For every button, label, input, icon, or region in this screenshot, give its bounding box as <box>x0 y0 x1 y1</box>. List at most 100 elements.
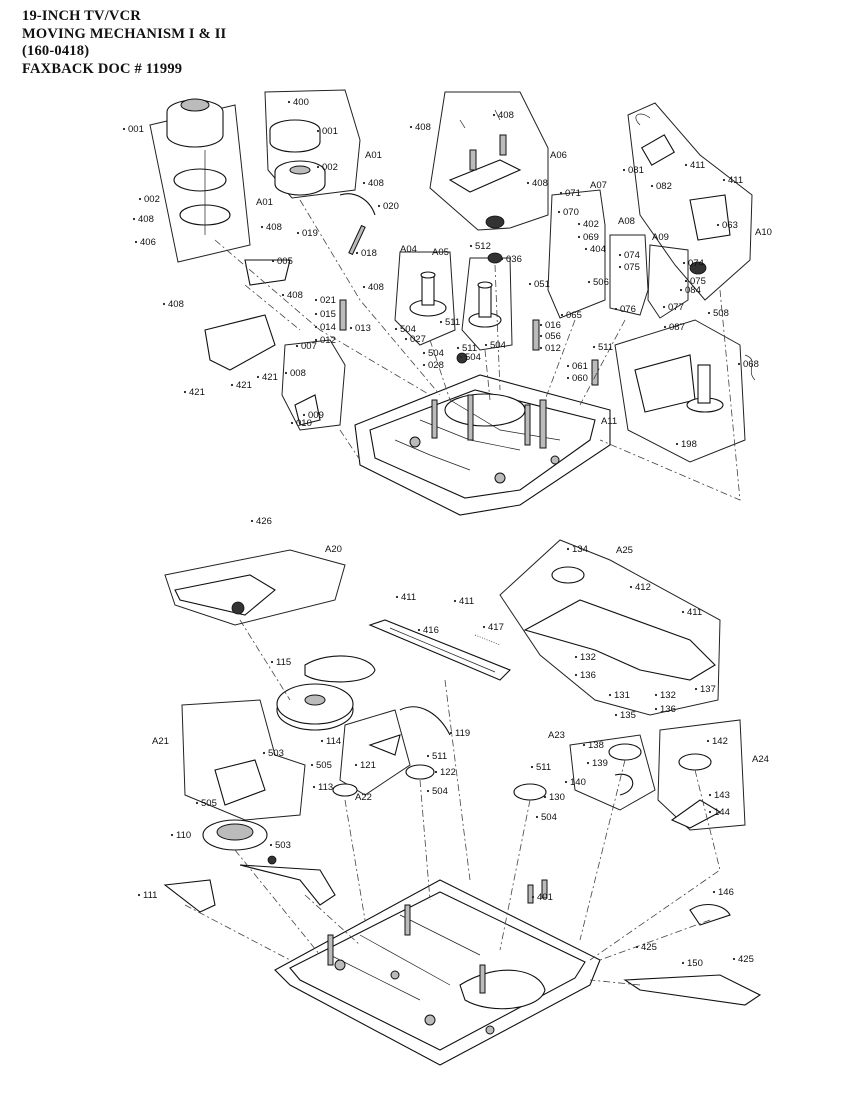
group-label-a25: A25 <box>616 545 633 556</box>
callout-408: 408 <box>266 222 282 233</box>
callout-leader-504 <box>422 351 426 355</box>
callout-leader-132 <box>574 655 578 659</box>
callout-leader-425 <box>732 957 736 961</box>
callout-001: 001 <box>128 124 144 135</box>
callout-007: 007 <box>301 341 317 352</box>
callout-leader-411 <box>684 163 688 167</box>
callout-137: 137 <box>700 684 716 695</box>
upper-alignment-lines <box>214 199 741 501</box>
group-outline-a04 <box>394 251 456 346</box>
callout-504: 504 <box>490 340 506 351</box>
callout-leader-132 <box>654 693 658 697</box>
a10-loading-motor <box>635 113 731 275</box>
callout-leader-426 <box>250 519 254 523</box>
callout-leader-140 <box>564 780 568 784</box>
callout-056: 056 <box>545 331 561 342</box>
callout-leader-400 <box>287 100 291 104</box>
group-outline-a21 <box>181 699 306 821</box>
callout-leader-411 <box>722 178 726 182</box>
header-title: 19-INCH TV/VCR <box>22 8 141 24</box>
callout-074: 074 <box>688 258 704 269</box>
group-outline-a09 <box>647 244 689 319</box>
header-subtitle: MOVING MECHANISM I & II <box>22 25 227 42</box>
callout-504: 504 <box>465 352 481 363</box>
callout-leader-002 <box>316 165 320 169</box>
callout-leader-111 <box>137 893 141 897</box>
callout-012: 012 <box>320 335 336 346</box>
callout-408: 408 <box>498 110 514 121</box>
callout-012: 012 <box>545 343 561 354</box>
callout-leader-504 <box>394 327 398 331</box>
callout-008: 008 <box>290 368 306 379</box>
group-label-a09: A09 <box>652 232 669 243</box>
callout-leader-001 <box>316 129 320 133</box>
callout-408: 408 <box>415 122 431 133</box>
callout-leader-511 <box>530 765 534 769</box>
callout-leader-061 <box>566 364 570 368</box>
callout-071: 071 <box>565 188 581 199</box>
callout-082: 082 <box>656 181 672 192</box>
callout-leader-505 <box>310 763 314 767</box>
callout-013: 013 <box>355 323 371 334</box>
callout-114: 114 <box>326 736 341 747</box>
callout-leader-068 <box>737 362 741 366</box>
callout-leader-408 <box>162 302 166 306</box>
callout-leader-135 <box>614 713 618 717</box>
callout-leader-056 <box>539 334 543 338</box>
callout-511: 511 <box>445 317 460 328</box>
callout-020: 020 <box>383 201 399 212</box>
callout-leader-401 <box>531 895 535 899</box>
header-part-number: (160-0418) <box>22 43 90 59</box>
callout-leader-084 <box>679 288 683 292</box>
callout-leader-408 <box>362 181 366 185</box>
callout-leader-408 <box>492 113 496 117</box>
callout-leader-136 <box>574 673 578 677</box>
group-label-a23: A23 <box>548 730 565 741</box>
callout-506: 506 <box>593 277 609 288</box>
callout-leader-075 <box>618 265 622 269</box>
group-outline-a20 <box>164 549 346 626</box>
callout-leader-503 <box>269 843 273 847</box>
callout-036: 036 <box>506 254 522 265</box>
callout-leader-002 <box>138 197 142 201</box>
callout-leader-416 <box>417 628 421 632</box>
callout-leader-063 <box>716 223 720 227</box>
drum-assembly <box>166 98 231 235</box>
callout-leader-511 <box>426 754 430 758</box>
group-outline-a05 <box>461 257 513 351</box>
callout-408: 408 <box>168 299 184 310</box>
callout-400: 400 <box>293 97 309 108</box>
callout-122: 122 <box>440 767 456 778</box>
callout-leader-421 <box>256 375 260 379</box>
callout-421: 421 <box>189 387 205 398</box>
callout-leader-408 <box>281 293 285 297</box>
callout-087: 087 <box>669 322 685 333</box>
a01-drum-motor <box>269 119 326 196</box>
callout-leader-511 <box>456 346 460 350</box>
callout-leader-506 <box>587 280 591 284</box>
callout-132: 132 <box>660 690 676 701</box>
callout-leader-139 <box>586 761 590 765</box>
callout-511: 511 <box>462 343 477 354</box>
callout-504: 504 <box>400 324 416 335</box>
callout-074: 074 <box>624 250 640 261</box>
callout-leader-113 <box>312 785 316 789</box>
callout-leader-404 <box>584 247 588 251</box>
upper-chassis <box>354 374 611 516</box>
callout-leader-504 <box>459 355 463 359</box>
callout-leader-408 <box>132 217 136 221</box>
group-label-a08: A08 <box>618 216 635 227</box>
callout-504: 504 <box>432 786 448 797</box>
group-outline-a10 <box>627 102 753 301</box>
callout-061: 061 <box>572 361 588 372</box>
callout-411: 411 <box>690 160 705 171</box>
callout-076: 076 <box>620 304 636 315</box>
group-outline-a07 <box>547 189 606 319</box>
callout-408: 408 <box>532 178 548 189</box>
callout-028: 028 <box>428 360 444 371</box>
callout-401: 401 <box>537 892 553 903</box>
callout-146: 146 <box>718 887 734 898</box>
group-outline-a25 <box>499 539 721 716</box>
callout-leader-144 <box>708 810 712 814</box>
callout-021: 021 <box>320 295 336 306</box>
